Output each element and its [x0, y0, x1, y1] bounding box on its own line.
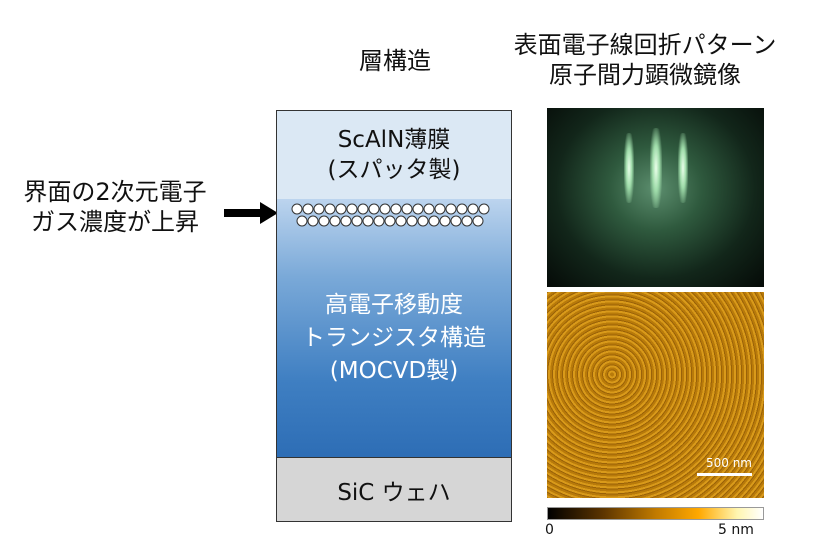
electron-circle — [335, 203, 347, 215]
sic-wafer-layer: SiC ウェハ — [277, 457, 511, 521]
afm-title: 原子間力顕微鏡像 — [549, 61, 741, 89]
scale-bar-label: 500 nm — [705, 456, 752, 470]
electron-circle — [351, 215, 363, 227]
rheed-image — [547, 108, 764, 287]
layer-stack: ScAlN薄膜 (スパッタ製) 高電子移動度 トランジスタ構造 (MOCVD製)… — [276, 110, 512, 522]
electron-circle — [406, 215, 418, 227]
electron-circle — [467, 203, 479, 215]
rheed-title: 表面電子線回折パターン — [513, 31, 777, 59]
electron-circle — [439, 215, 451, 227]
electron-circle — [324, 203, 336, 215]
electron-circle — [291, 203, 303, 215]
scale-bar — [697, 473, 752, 476]
electron-circle — [340, 215, 352, 227]
colorbar-min: 0 — [545, 522, 554, 538]
colorbar-max: 5 nm — [718, 522, 754, 538]
electron-circle — [456, 203, 468, 215]
electron-circle — [362, 215, 374, 227]
electron-circle — [445, 203, 457, 215]
electron-circle — [357, 203, 369, 215]
electron-circle — [428, 215, 440, 227]
electron-circle — [384, 215, 396, 227]
electron-circle — [478, 203, 490, 215]
electron-circle — [450, 215, 462, 227]
electron-circle — [390, 203, 402, 215]
colorbar — [547, 507, 764, 520]
scaln-layer: ScAlN薄膜 (スパッタ製) — [277, 111, 511, 200]
electron-circle — [313, 203, 325, 215]
hemt-layer: 高電子移動度 トランジスタ構造 (MOCVD製) — [277, 199, 511, 459]
annotation-line2: ガス濃度が上昇 — [31, 208, 199, 236]
hemt-label-line1: 高電子移動度 — [325, 292, 463, 318]
sic-label: SiC ウェハ — [337, 479, 451, 506]
electron-circle — [318, 215, 330, 227]
electron-circle — [329, 215, 341, 227]
electron-circle — [472, 215, 484, 227]
electron-circle — [417, 215, 429, 227]
electron-circle — [373, 215, 385, 227]
electron-circle — [461, 215, 473, 227]
electron-circle — [434, 203, 446, 215]
hemt-label: 高電子移動度 トランジスタ構造 (MOCVD製) — [277, 289, 511, 388]
electron-circle — [302, 203, 314, 215]
hemt-label-line2: トランジスタ構造 — [302, 325, 486, 351]
electron-circle — [296, 215, 308, 227]
afm-image: 500 nm — [547, 292, 764, 498]
structure-title: 層構造 — [359, 47, 431, 75]
electron-circle — [395, 215, 407, 227]
electron-circle — [368, 203, 380, 215]
electron-circle — [379, 203, 391, 215]
electron-circle — [307, 215, 319, 227]
electron-circle — [412, 203, 424, 215]
annotation-line1: 界面の2次元電子 — [23, 178, 207, 206]
hemt-label-line3: (MOCVD製) — [329, 358, 459, 384]
electron-circle — [401, 203, 413, 215]
electron-circle — [346, 203, 358, 215]
electron-circle — [423, 203, 435, 215]
scaln-label: ScAlN薄膜 — [337, 127, 451, 153]
arrow-icon — [224, 202, 278, 224]
2deg-electrons — [291, 203, 490, 227]
scaln-method: (スパッタ製) — [327, 157, 461, 183]
